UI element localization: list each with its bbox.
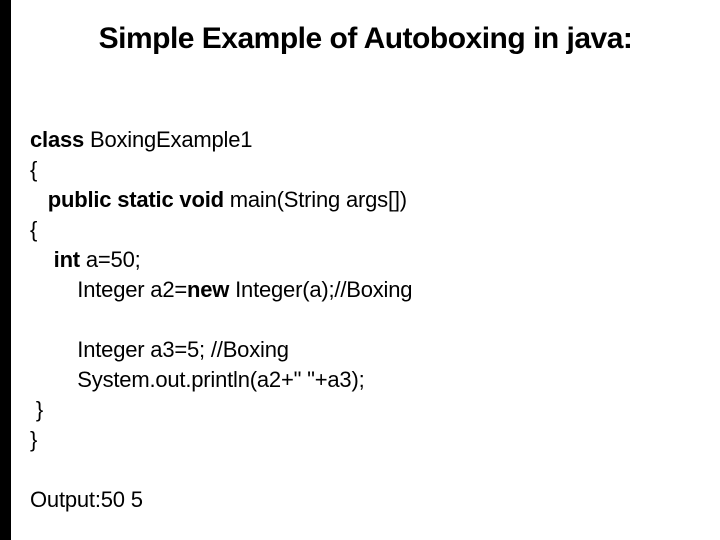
code-keyword: class (30, 127, 85, 152)
code-text: BoxingExample1 (84, 127, 253, 152)
left-edge-bar (0, 0, 11, 540)
code-block: class BoxingExample1{ public static void… (30, 125, 413, 455)
code-keyword: public static void (47, 187, 224, 212)
code-line: } (30, 425, 412, 455)
code-text (30, 187, 48, 212)
code-text: { (30, 157, 38, 182)
code-text: Integer a3=5; //Boxing (30, 337, 289, 362)
output-line: Output:50 5 (30, 487, 143, 512)
code-line: System.out.println(a2+" "+a3); (30, 365, 412, 395)
code-keyword: int (53, 247, 80, 272)
code-line (30, 305, 412, 335)
code-line: public static void main(String args[]) (30, 185, 412, 215)
code-line: class BoxingExample1 (30, 125, 412, 155)
code-text: } (30, 427, 38, 452)
code-text: main(String args[]) (223, 187, 407, 212)
code-text (30, 247, 54, 272)
code-line: { (30, 215, 412, 245)
code-text: Integer a2= (30, 277, 188, 302)
code-text: Integer(a);//Boxing (229, 277, 413, 302)
code-keyword: new (187, 277, 230, 302)
code-text: a=50; (79, 247, 141, 272)
code-line: { (30, 155, 412, 185)
code-line: Integer a3=5; //Boxing (30, 335, 412, 365)
code-text: System.out.println(a2+" "+a3); (30, 367, 365, 392)
code-text: } (30, 397, 44, 422)
code-text: { (30, 217, 38, 242)
code-line: Integer a2=new Integer(a);//Boxing (30, 275, 412, 305)
code-line: int a=50; (30, 245, 412, 275)
slide-title: Simple Example of Autoboxing in java: (98, 22, 633, 55)
code-line: } (30, 395, 412, 425)
